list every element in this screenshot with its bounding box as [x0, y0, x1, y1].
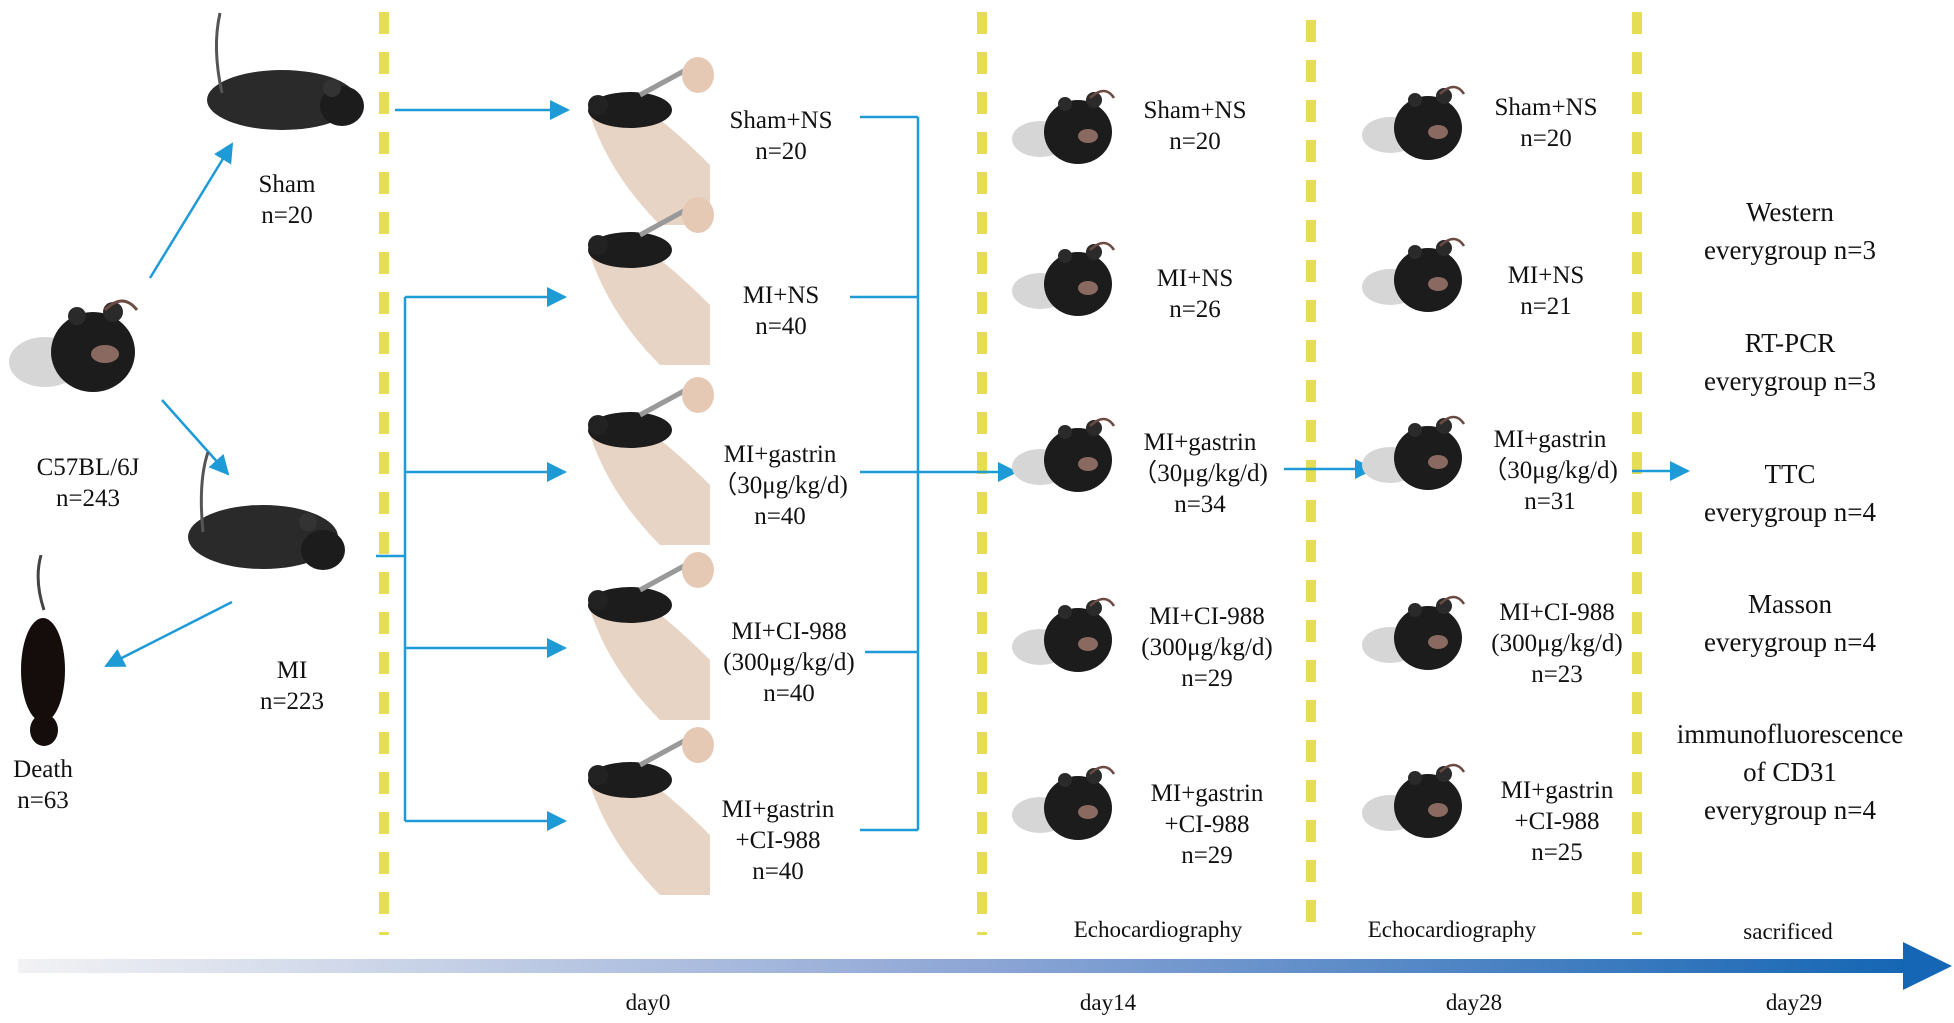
injection-mouse-icon	[588, 552, 714, 720]
sham-label: Sham	[258, 171, 316, 198]
mouse-mi-icon	[188, 452, 345, 570]
day14-group-1: Sham+NS n=20	[1143, 97, 1247, 155]
mi-group-label: MI n=223	[260, 655, 324, 717]
timeline-day28: day28	[1445, 990, 1503, 1015]
mi-count: n=223	[259, 688, 325, 715]
day0-group-5: MI+gastrin +CI-988 n=40	[721, 796, 835, 885]
assay-immunofluorescence: immunofluorescence of CD31 everygroup n=…	[1676, 719, 1904, 825]
day14-group-5: MI+gastrin +CI-988 n=29	[1150, 780, 1264, 869]
sacrificed-label: sacrificed	[1743, 919, 1833, 944]
mouse-start-icon	[9, 299, 139, 392]
arrow-to-sham	[148, 142, 234, 279]
mi-label: MI	[276, 657, 308, 684]
death-label: Death	[13, 756, 73, 783]
arrow-to-death	[104, 600, 233, 668]
mouse-sham-icon	[207, 12, 364, 130]
injection-mouse-icon	[588, 727, 714, 895]
assay-rtpcr: RT-PCR everygroup n=3	[1704, 328, 1876, 396]
day28-group-5: MI+gastrin +CI-988 n=25	[1500, 777, 1614, 866]
echocardiography-label-day28: Echocardiography	[1367, 917, 1537, 942]
day0-group-3: MI+gastrin （30μg/kg/d) n=40	[712, 441, 848, 530]
day28-mouse-icon	[1362, 415, 1466, 490]
day14-mouse-icon	[1012, 597, 1116, 672]
day14-mouse-icon	[1012, 765, 1116, 840]
day28-mouse-icon	[1362, 763, 1466, 838]
death-count: n=63	[17, 787, 69, 814]
start-group-label: C57BL/6J n=243	[37, 452, 140, 514]
day14-group-3: MI+gastrin （30μg/kg/d) n=34	[1132, 429, 1268, 518]
timeline-day14: day14	[1079, 990, 1137, 1015]
arrow-to-mi	[161, 399, 230, 476]
day28-group-4: MI+CI-988 (300μg/kg/d) n=23	[1491, 599, 1623, 688]
day14-mouse-icon	[1012, 241, 1116, 316]
assay-ttc: TTC everygroup n=4	[1704, 459, 1876, 527]
divider-lines	[379, 12, 1642, 935]
timeline-day0: day0	[625, 990, 671, 1015]
echocardiography-label-day14: Echocardiography	[1073, 917, 1243, 942]
injection-mouse-icon	[588, 57, 714, 225]
death-group-label: Death n=63	[13, 754, 73, 816]
sham-group-label: Sham n=20	[259, 169, 316, 231]
timeline-day29: day29	[1765, 990, 1823, 1015]
day0-group-4: MI+CI-988 (300μg/kg/d) n=40	[723, 618, 855, 707]
day14-group-4: MI+CI-988 (300μg/kg/d) n=29	[1141, 603, 1273, 692]
start-strain: C57BL/6J	[36, 454, 140, 481]
start-count: n=243	[55, 485, 121, 512]
assay-masson: Masson everygroup n=4	[1704, 589, 1876, 657]
day14-mouse-icon	[1012, 417, 1116, 492]
day28-mouse-icon	[1362, 85, 1466, 160]
day14-mouse-icon	[1012, 89, 1116, 164]
day28-group-2: MI+NS n=21	[1507, 262, 1585, 320]
injection-mouse-icon	[588, 377, 714, 545]
day0-group-1: Sham+NS n=20	[729, 107, 833, 165]
day28-group-3: MI+gastrin （30μg/kg/d) n=31	[1482, 426, 1618, 515]
assay-western: Western everygroup n=3	[1704, 197, 1876, 265]
day28-mouse-icon	[1362, 237, 1466, 312]
sham-count: n=20	[261, 202, 313, 229]
day0-group-2: MI+NS n=40	[742, 282, 820, 340]
timeline-arrow	[18, 942, 1952, 990]
day14-group-2: MI+NS n=26	[1156, 265, 1234, 323]
injection-mouse-icon	[588, 197, 714, 365]
day28-group-1: Sham+NS n=20	[1494, 94, 1598, 152]
mouse-death-icon	[21, 555, 65, 746]
day28-mouse-icon	[1362, 595, 1466, 670]
